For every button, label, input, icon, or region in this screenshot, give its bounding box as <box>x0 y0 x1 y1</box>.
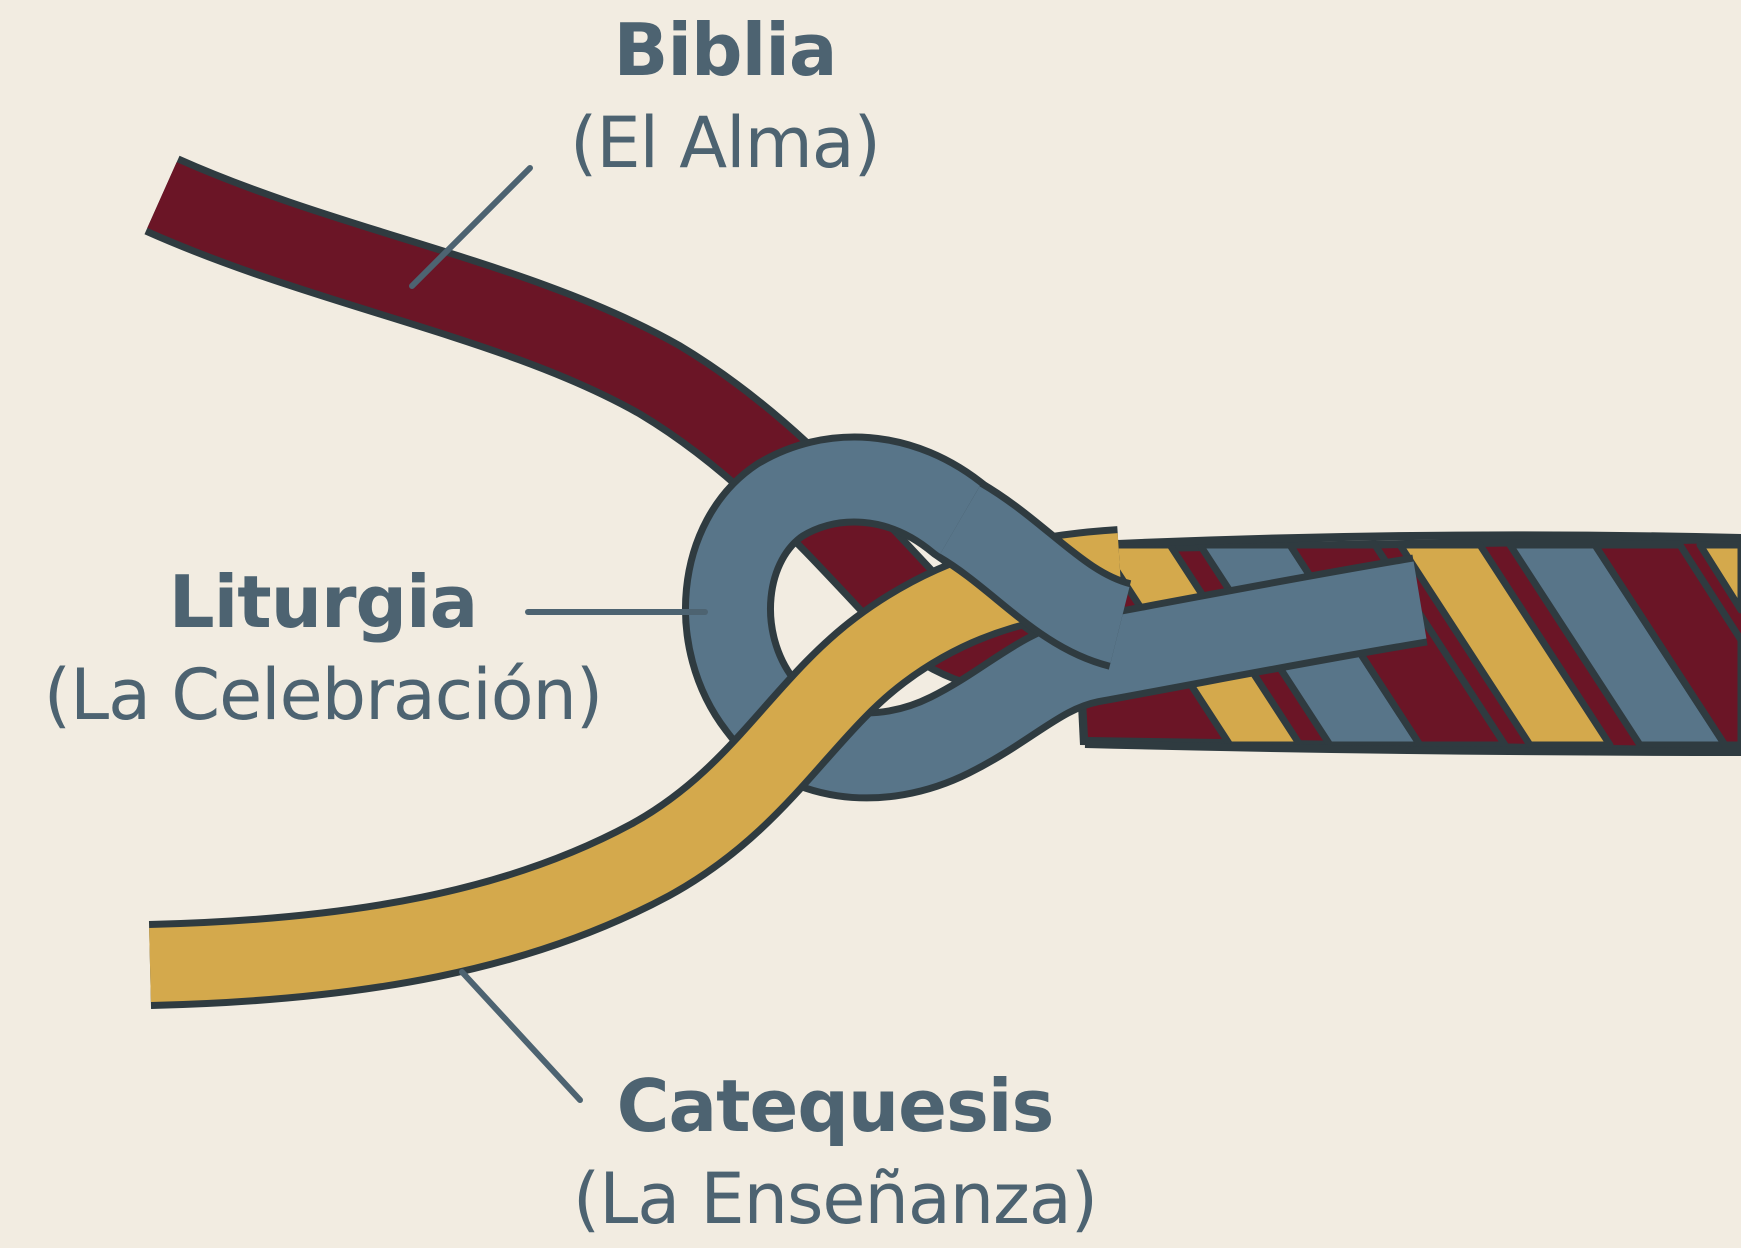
label-catequesis: Catequesis (La Enseñanza) <box>555 1070 1115 1234</box>
label-liturgia: Liturgia (La Celebración) <box>18 566 628 730</box>
label-liturgia-title: Liturgia <box>18 566 628 638</box>
label-biblia-subtitle: (El Alma) <box>540 108 910 178</box>
label-catequesis-title: Catequesis <box>555 1070 1115 1142</box>
label-biblia: Biblia (El Alma) <box>540 14 910 178</box>
label-biblia-title: Biblia <box>540 14 910 86</box>
label-catequesis-subtitle: (La Enseñanza) <box>555 1164 1115 1234</box>
label-liturgia-subtitle: (La Celebración) <box>18 660 628 730</box>
